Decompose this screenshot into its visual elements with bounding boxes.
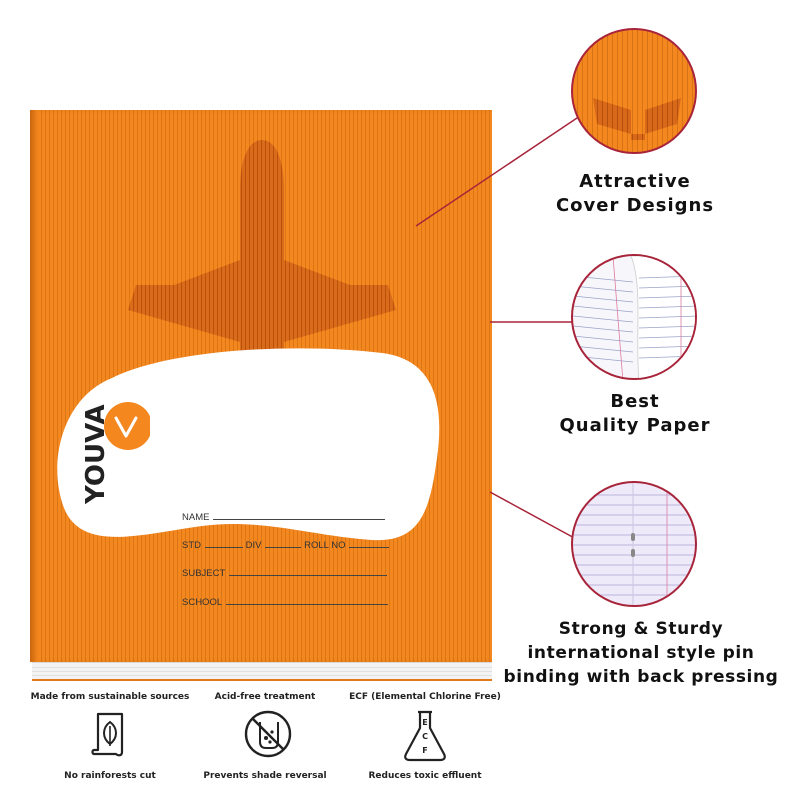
- cover-spine: [30, 110, 38, 662]
- badge-ecf-top: ECF (Elemental Chlorine Free): [349, 692, 501, 702]
- school-row: SCHOOL: [182, 595, 389, 608]
- badge-sustainable-top: Made from sustainable sources: [30, 692, 190, 702]
- feature-binding-line2: international style pin: [527, 643, 755, 663]
- airplane-pattern-icon: [128, 140, 396, 440]
- connector-line-binding: [489, 491, 579, 541]
- badge-ecf-bottom: Reduces toxic effluent: [368, 771, 482, 781]
- feature-cover-title: Attractive Cover Designs: [545, 170, 725, 218]
- pin-binding-icon: [573, 483, 695, 605]
- roll-no-label: ROLL NO: [304, 540, 346, 551]
- ecf-flask-icon: E C F: [404, 710, 446, 762]
- flask-letter-c: C: [422, 732, 428, 741]
- feature-binding-title: Strong & Sturdy international style pin …: [490, 617, 792, 689]
- name-label: NAME: [182, 512, 210, 523]
- std-row: STD DIV ROLL NO: [182, 538, 390, 551]
- ruled-paper-icon: [573, 256, 695, 378]
- page-edges: [32, 662, 492, 681]
- feature-cover-line2: Cover Designs: [555, 195, 715, 216]
- paper-quality-zoom: [571, 254, 697, 380]
- feature-binding-line3: binding with back pressing: [503, 667, 779, 687]
- pin-binding-zoom: [571, 481, 697, 607]
- feature-paper-line2: Quality Paper: [559, 415, 711, 436]
- name-label-blob: [57, 348, 440, 541]
- feature-binding-line1: Strong & Sturdy: [558, 619, 724, 639]
- cover-design-zoom: [571, 28, 697, 154]
- div-line: [265, 538, 302, 548]
- badge-acid-top: Acid-free treatment: [214, 692, 316, 702]
- badge-sustainable-bottom: No rainforests cut: [64, 771, 156, 781]
- flask-letter-e: E: [422, 718, 427, 727]
- std-label: STD: [182, 540, 201, 551]
- leaf-scroll-icon: [91, 712, 124, 757]
- roll-no-line: [349, 538, 390, 548]
- flask-letter-f: F: [422, 746, 427, 755]
- subject-label: SUBJECT: [182, 568, 226, 579]
- school-line: [226, 595, 389, 605]
- no-acid-beaker-icon: [244, 710, 292, 758]
- subject-line: [229, 566, 388, 576]
- cover-zoom-plane-icon: [593, 98, 681, 140]
- youva-logo: YOUVA: [81, 402, 150, 505]
- feature-paper-title: Best Quality Paper: [545, 390, 725, 438]
- badge-acid-bottom: Prevents shade reversal: [203, 771, 327, 781]
- subject-row: SUBJECT: [182, 566, 388, 579]
- feature-paper-line1: Best: [610, 391, 660, 412]
- name-row: NAME: [182, 510, 386, 523]
- feature-cover-line1: Attractive: [579, 171, 691, 192]
- std-line: [205, 538, 243, 548]
- brand-text: YOUVA: [81, 404, 111, 505]
- school-label: SCHOOL: [182, 597, 223, 608]
- div-label: DIV: [245, 540, 262, 551]
- name-line: [213, 510, 386, 520]
